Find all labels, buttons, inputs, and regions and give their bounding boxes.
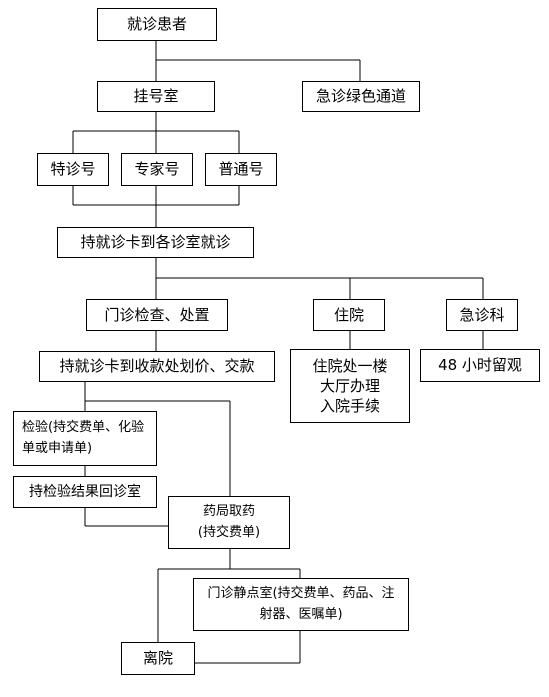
consult-card-box: 持就诊卡到各诊室就诊 [57,227,254,258]
admission-office-box: 住院处一楼 大厅办理 入院手续 [290,349,410,423]
observation-label: 48 小时留观 [438,356,522,375]
emergency-green-channel-label: 急诊绿色通道 [315,87,406,106]
expert-number-label: 专家号 [134,160,180,179]
special-number-label: 特诊号 [50,160,96,179]
expert-number-box: 专家号 [121,153,193,186]
general-number-label: 普通号 [218,160,264,179]
infusion-room-box: 门诊静点室(持交费单、药品、注 射器、医嘱单) [193,578,409,631]
hospitalization-label: 住院 [333,305,364,324]
pharmacy-box: 药局取药 (持交费单) [168,496,290,549]
patient-label: 就诊患者 [126,15,187,34]
emergency-dept-box: 急诊科 [446,299,518,331]
hospitalization-box: 住院 [313,299,385,331]
outpatient-exam-label: 门诊检查、处置 [104,305,210,324]
emergency-dept-label: 急诊科 [459,305,505,324]
return-results-box: 持检验结果回诊室 [13,476,157,508]
special-number-box: 特诊号 [37,153,109,186]
infusion-room-label: 门诊静点室(持交费单、药品、注 射器、医嘱单) [207,585,395,622]
patient-box: 就诊患者 [97,8,217,41]
observation-box: 48 小时留观 [420,349,540,382]
general-number-box: 普通号 [205,153,277,186]
admission-office-label: 住院处一楼 大厅办理 入院手续 [312,356,388,416]
consult-card-label: 持就诊卡到各诊室就诊 [80,233,231,252]
registration-label: 挂号室 [133,87,179,106]
lab-test-label: 检验(持交费单、化验 单或申请单) [22,419,145,456]
outpatient-exam-box: 门诊检查、处置 [86,299,228,331]
lab-test-box: 检验(持交费单、化验 单或申请单) [13,411,157,466]
return-results-label: 持检验结果回诊室 [29,483,141,500]
registration-box: 挂号室 [97,81,215,112]
discharge-label: 离院 [142,649,173,668]
cashier-label: 持就诊卡到收款处划价、交款 [59,357,255,376]
pharmacy-label: 药局取药 (持交费单) [197,503,261,540]
cashier-box: 持就诊卡到收款处划价、交款 [39,351,275,382]
emergency-green-channel-box: 急诊绿色通道 [302,81,420,112]
discharge-box: 离院 [121,642,195,675]
